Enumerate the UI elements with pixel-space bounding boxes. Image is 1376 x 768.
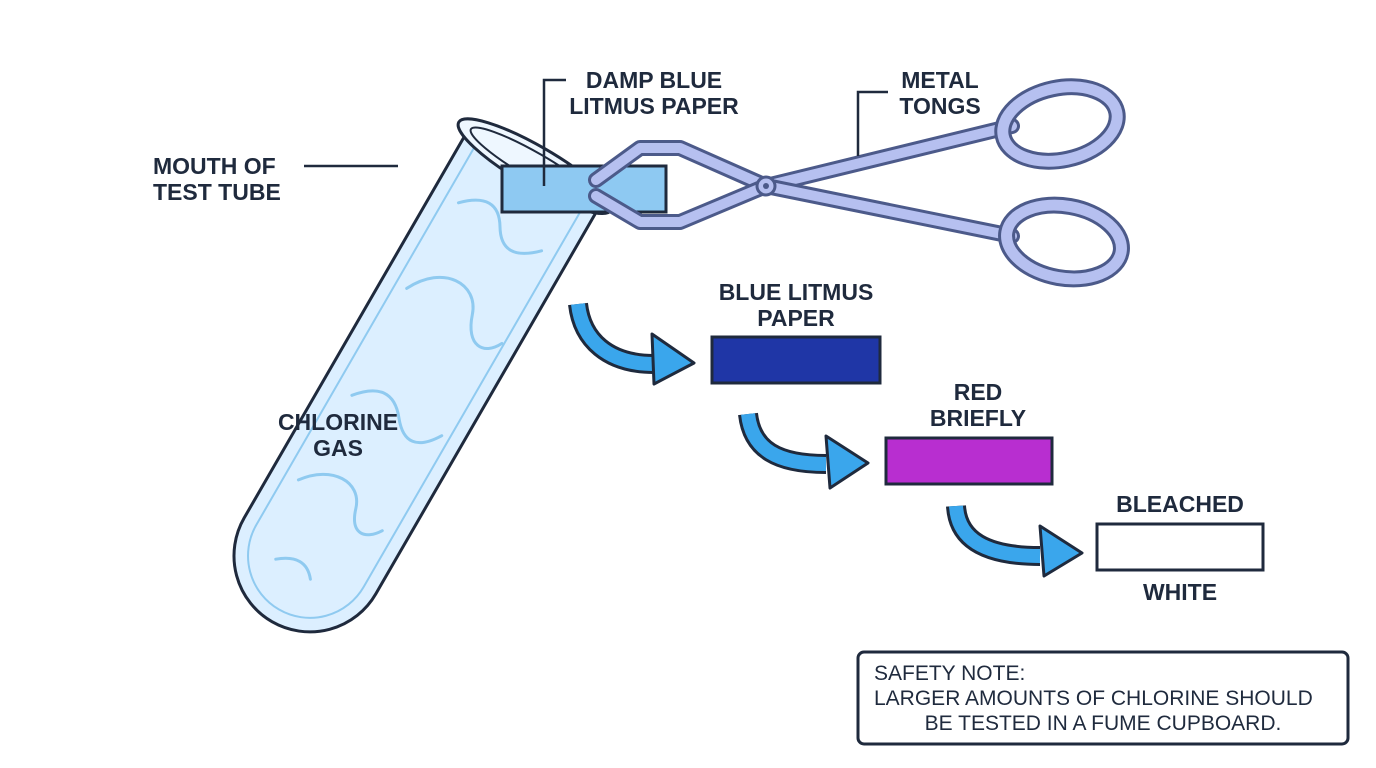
safety-note-box: SAFETY NOTE: LARGER AMOUNTS OF CHLORINE … — [856, 650, 1350, 746]
tongs-label-line1: METAL — [901, 67, 979, 93]
white-label: WHITE — [1143, 579, 1217, 605]
bleached-litmus-paper — [1095, 522, 1265, 572]
arrow-to-blue — [568, 302, 696, 386]
red-litmus-paper — [884, 436, 1054, 486]
metal-tongs — [588, 78, 1130, 288]
gas-label-line2: GAS — [313, 435, 363, 461]
tongs-label-line2: TONGS — [899, 93, 980, 119]
blue-paper-label-line1: BLUE LITMUS — [719, 279, 874, 305]
damp-leader-line — [542, 78, 566, 186]
safety-note-line2: LARGER AMOUNTS OF CHLORINE SHOULD — [874, 687, 1313, 710]
red-paper-label-line2: BRIEFLY — [930, 405, 1026, 431]
bleached-label: BLEACHED — [1116, 491, 1244, 517]
blue-paper-label-line2: PAPER — [757, 305, 835, 331]
damp-label-line2: LITMUS PAPER — [569, 93, 739, 119]
arrow-to-bleached — [946, 504, 1084, 578]
tongs-leader-line — [856, 90, 888, 156]
red-paper-label-line1: RED — [954, 379, 1003, 405]
damp-litmus-paper — [500, 164, 668, 214]
mouth-label-line1: MOUTH OF — [153, 153, 276, 179]
leader-lines — [304, 78, 888, 186]
tongs-handle-bottom — [998, 196, 1130, 288]
blue-litmus-paper — [710, 335, 882, 385]
gas-swirls — [274, 198, 544, 581]
tongs-handle-top — [994, 78, 1126, 170]
safety-note-title: SAFETY NOTE: — [874, 662, 1025, 685]
test-tube-body — [232, 127, 603, 634]
safety-note-line3: BE TESTED IN A FUME CUPBOARD. — [925, 712, 1282, 735]
mouth-label-line2: TEST TUBE — [153, 179, 281, 205]
damp-label-line1: DAMP BLUE — [586, 67, 722, 93]
gas-label-line1: CHLORINE — [278, 409, 398, 435]
arrow-to-red — [738, 412, 870, 490]
